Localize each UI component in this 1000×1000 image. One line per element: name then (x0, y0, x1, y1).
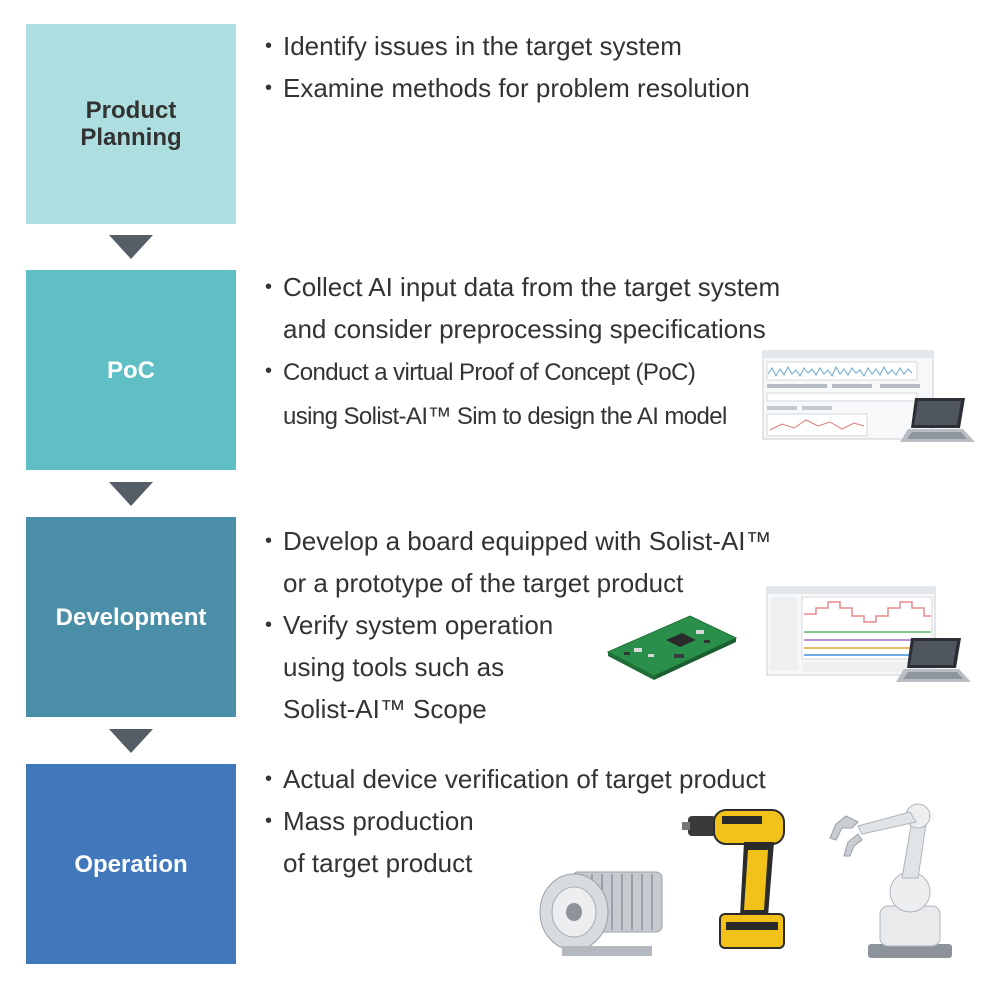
stage-operation: Operation (26, 764, 236, 964)
bullet-item: Develop a board equipped with Solist-AI™… (265, 520, 772, 604)
down-arrow-icon (109, 482, 153, 506)
laptop-sim-screenshot-icon (762, 350, 975, 442)
stage-title: Operation (74, 850, 188, 878)
bullet-item: Examine methods for problem resolution (265, 67, 750, 109)
stage-product-planning: Product Planning (26, 24, 236, 224)
bullet-item: Collect AI input data from the target sy… (265, 266, 780, 350)
stage-title: Product Planning (80, 97, 182, 151)
bullet-item: Actual device verification of target pro… (265, 758, 766, 800)
operation-bullets: Actual device verification of target pro… (265, 758, 766, 884)
stage-title: Development (55, 603, 207, 631)
electric-motor-icon (539, 871, 663, 956)
bullet-item: Verify system operation using tools such… (265, 604, 772, 730)
down-arrow-icon (109, 729, 153, 753)
stage-poc: PoC (26, 270, 236, 470)
robot-arm-icon (829, 803, 952, 958)
poc-bullets: Collect AI input data from the target sy… (265, 266, 780, 438)
power-drill-icon (682, 809, 785, 949)
bullet-item: Mass production of target product (265, 800, 766, 884)
down-arrow-icon (109, 235, 153, 259)
development-bullets: Develop a board equipped with Solist-AI™… (265, 520, 772, 730)
bullet-item: Conduct a virtual Proof of Concept (PoC)… (265, 350, 780, 438)
stage-title: PoC (107, 356, 155, 384)
planning-bullets: Identify issues in the target system Exa… (265, 25, 750, 109)
stage-development: Development (26, 517, 236, 717)
laptop-scope-screenshot-icon (766, 586, 971, 682)
circuit-board-icon (606, 615, 738, 680)
bullet-item: Identify issues in the target system (265, 25, 750, 67)
